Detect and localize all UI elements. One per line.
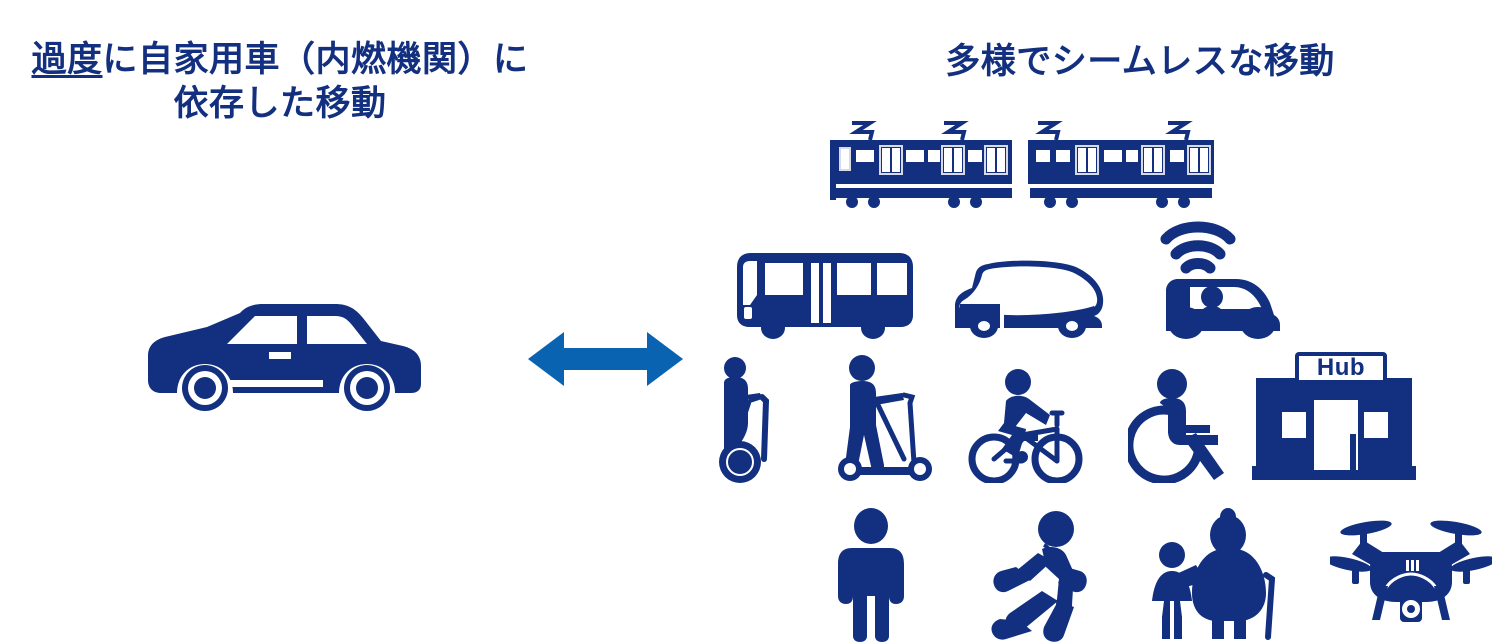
autonomous-pod-icon [950, 258, 1110, 338]
page-title-right: 多様でシームレスな移動 [945, 42, 1335, 81]
pedestrian-icon [830, 508, 912, 642]
page-title-left: 過度に自家用車（内燃機関）に依存した移動 [0, 38, 560, 126]
car-icon [145, 296, 425, 411]
kick-scooter-icon [828, 355, 944, 483]
connected-car-with-wifi-icon [1158, 211, 1288, 339]
train-icon-1 [826, 118, 1022, 208]
elderly-with-child-icon [1150, 505, 1278, 642]
wheelchair-icon [1128, 369, 1230, 483]
drone-icon [1330, 512, 1492, 630]
double-headed-arrow-icon [528, 330, 683, 388]
bus-icon [733, 249, 917, 339]
runner-icon [980, 509, 1090, 642]
heading-left-line2: 依存した移動 [173, 83, 387, 123]
hub-sign-label: Hub [1295, 352, 1387, 384]
heading-left-rest: に自家用車（内燃機関）に [102, 40, 529, 79]
segway-icon [706, 357, 792, 483]
heading-left-underlined: 過度 [31, 40, 103, 79]
train-icon-2 [1022, 118, 1218, 208]
hub-building-icon [1252, 346, 1416, 483]
bicycle-icon [966, 369, 1086, 483]
